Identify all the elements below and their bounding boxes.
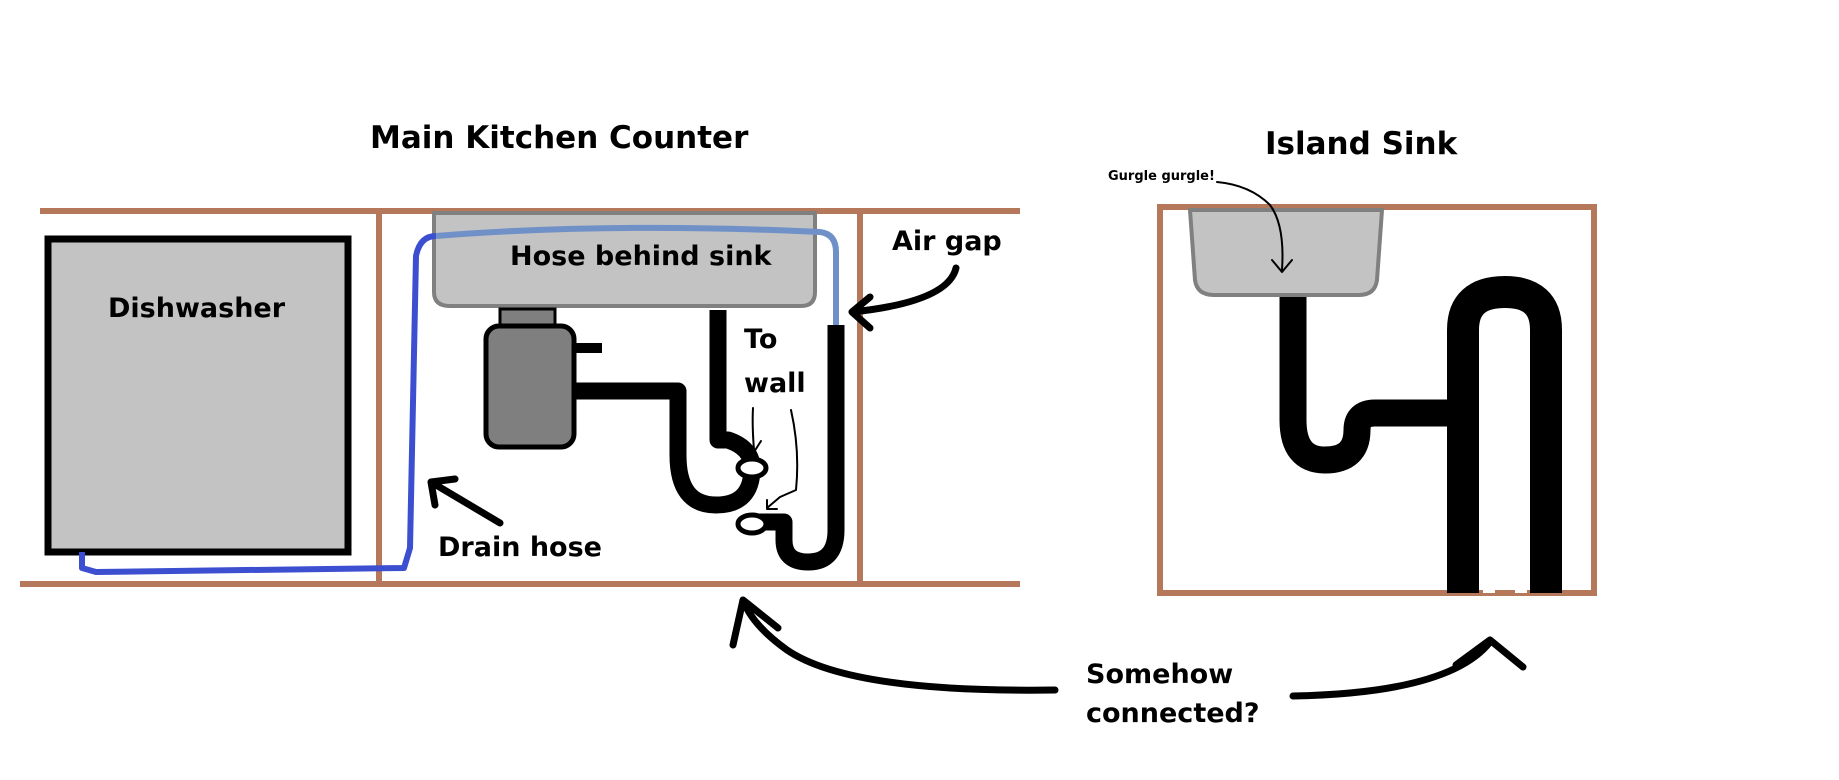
to-wall-label-line2: wall [744,368,806,399]
main-sink-basin [432,211,817,308]
to-wall-arrow-1 [745,407,762,453]
air-gap-label: Air gap [892,226,1002,257]
air-gap-arrow [848,264,960,332]
island-sink-p-trap [1279,297,1463,474]
island-vent-loop [1447,276,1562,593]
dishwasher-label: Dishwasher [108,293,286,324]
island-sink-basin [1187,208,1385,297]
drain-hose-arrow [427,475,504,527]
garbage-disposal [483,307,602,450]
main-counter-title: Main Kitchen Counter [370,120,749,156]
island-sink-cabinet [1157,204,1597,596]
somehow-label-line2: connected? [1086,698,1260,729]
connection-arrow-left [729,596,1059,694]
gurgle-arrow [1216,181,1293,273]
air-gap-pipe [735,325,845,571]
drain-hose-label: Drain hose [438,532,602,563]
island-sink-title: Island Sink [1265,126,1459,162]
connection-arrow-right [1289,636,1527,700]
to-wall-arrow-2 [766,409,799,510]
to-wall-pipe-end-lower [735,512,769,536]
to-wall-pipe-end-upper [735,456,769,480]
dishwasher-drain-hose [79,233,437,575]
somehow-label-line1: Somehow [1086,659,1233,690]
hose-behind-sink-label: Hose behind sink [510,241,773,272]
gurgle-label: Gurgle gurgle! [1108,169,1215,184]
main-sink-p-trap [574,310,761,514]
hose-behind-sink [435,224,839,325]
dishwasher-box [44,235,352,556]
to-wall-label-line1: To [744,324,777,355]
